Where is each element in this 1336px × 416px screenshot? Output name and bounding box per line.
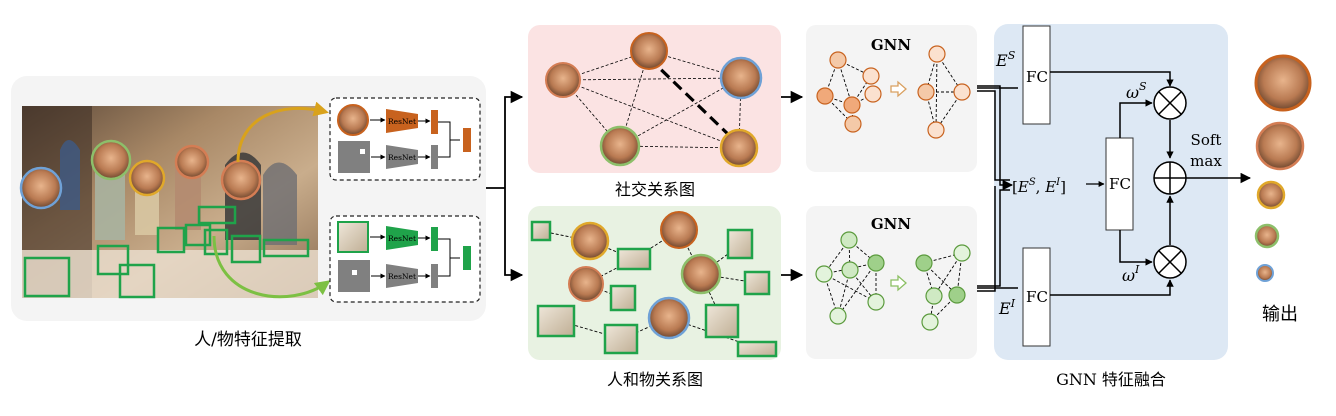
omega-s-label: ωS — [1126, 80, 1147, 102]
output-person-3 — [1256, 180, 1286, 210]
object-node-9 — [736, 340, 778, 358]
gnn-object-panel: GNN — [806, 206, 977, 359]
hollow-arrow-icon — [890, 274, 907, 292]
photo-person-4 — [174, 144, 210, 180]
person-crop-icon — [337, 104, 369, 136]
object-node-4 — [743, 270, 771, 296]
output-person-2 — [1255, 121, 1305, 171]
resnet-label-3: ResNet — [388, 234, 416, 243]
hollow-arrow-icon — [890, 80, 907, 98]
social-node-4 — [599, 125, 641, 167]
object-graph-label: 人和物关系图 — [607, 370, 703, 389]
feature-extraction-panel: ResNet ResNet ResNet ResNet — [11, 76, 486, 350]
object-node-3 — [726, 228, 754, 260]
branch-arrows — [486, 90, 524, 282]
multiply-circle-icon — [1153, 245, 1187, 279]
fc-label-1: FC — [1026, 68, 1048, 86]
person-feature-branch: ResNet ResNet — [329, 97, 481, 181]
object-node-8 — [704, 303, 740, 339]
fc-label-2: FC — [1026, 288, 1048, 306]
output-person-5 — [1256, 264, 1274, 282]
softmax-label-1: Soft — [1191, 131, 1222, 149]
social-node-2 — [630, 32, 668, 70]
family-photo — [22, 106, 318, 298]
object-feature-branch: ResNet ResNet — [329, 215, 481, 303]
plus-circle-icon — [1153, 161, 1187, 195]
social-graph-panel: 社交关系图 — [528, 25, 781, 199]
social-node-1 — [545, 62, 581, 98]
es-label: ES — [995, 49, 1016, 70]
photo-person-3 — [128, 159, 166, 197]
social-graph-label: 社交关系图 — [615, 180, 695, 199]
ei-label: EI — [998, 297, 1016, 318]
fc-label-3: FC — [1109, 175, 1131, 193]
object-node-7 — [603, 323, 639, 355]
gnn-social-panel: GNN — [806, 25, 977, 172]
output-person-4 — [1254, 223, 1280, 249]
fc-box-object — [1022, 247, 1051, 347]
person-crop-arrow — [236, 101, 329, 163]
concat-label: [ES, EI] — [1012, 177, 1066, 196]
mask-icon — [338, 141, 370, 173]
object-crop-arrow — [212, 235, 331, 299]
fusion-panel: FC FC FC ES EI [ES, EI] — [977, 24, 1252, 389]
output-person-1 — [1254, 54, 1312, 112]
fc-box-social — [1022, 25, 1051, 125]
gnn-social-title: GNN — [871, 36, 912, 54]
omega-i-label: ωI — [1122, 263, 1140, 285]
social-node-5 — [719, 128, 759, 168]
object-node-5 — [609, 284, 637, 312]
object-node-2 — [616, 247, 652, 271]
object-person-1 — [570, 221, 610, 261]
output-label: 输出 — [1262, 304, 1298, 325]
object-crop-icon — [337, 221, 369, 253]
object-person-2 — [660, 211, 698, 249]
gnn-object-title: GNN — [871, 215, 912, 233]
photo-person-5 — [220, 159, 262, 201]
softmax-label-2: max — [1190, 152, 1222, 170]
object-graph-panel: 人和物关系图 — [528, 206, 781, 389]
object-person-5 — [647, 296, 691, 340]
object-node-1 — [530, 220, 552, 242]
mask-icon — [338, 260, 370, 292]
object-person-4 — [568, 266, 604, 302]
resnet-label-4: ResNet — [388, 272, 416, 281]
photo-person-2 — [90, 139, 132, 181]
object-person-3 — [680, 253, 722, 295]
fusion-label: GNN 特征融合 — [1056, 370, 1166, 389]
photo-person-1 — [19, 166, 63, 210]
feature-extraction-label: 人/物特征提取 — [194, 330, 302, 350]
social-node-3 — [719, 56, 763, 100]
object-node-6 — [536, 304, 576, 338]
output-column: 输出 — [1254, 54, 1312, 325]
photo-object-boxes — [23, 205, 310, 299]
resnet-label-1: ResNet — [388, 117, 416, 126]
resnet-label-2: ResNet — [388, 153, 416, 162]
multiply-circle-icon — [1153, 86, 1187, 120]
